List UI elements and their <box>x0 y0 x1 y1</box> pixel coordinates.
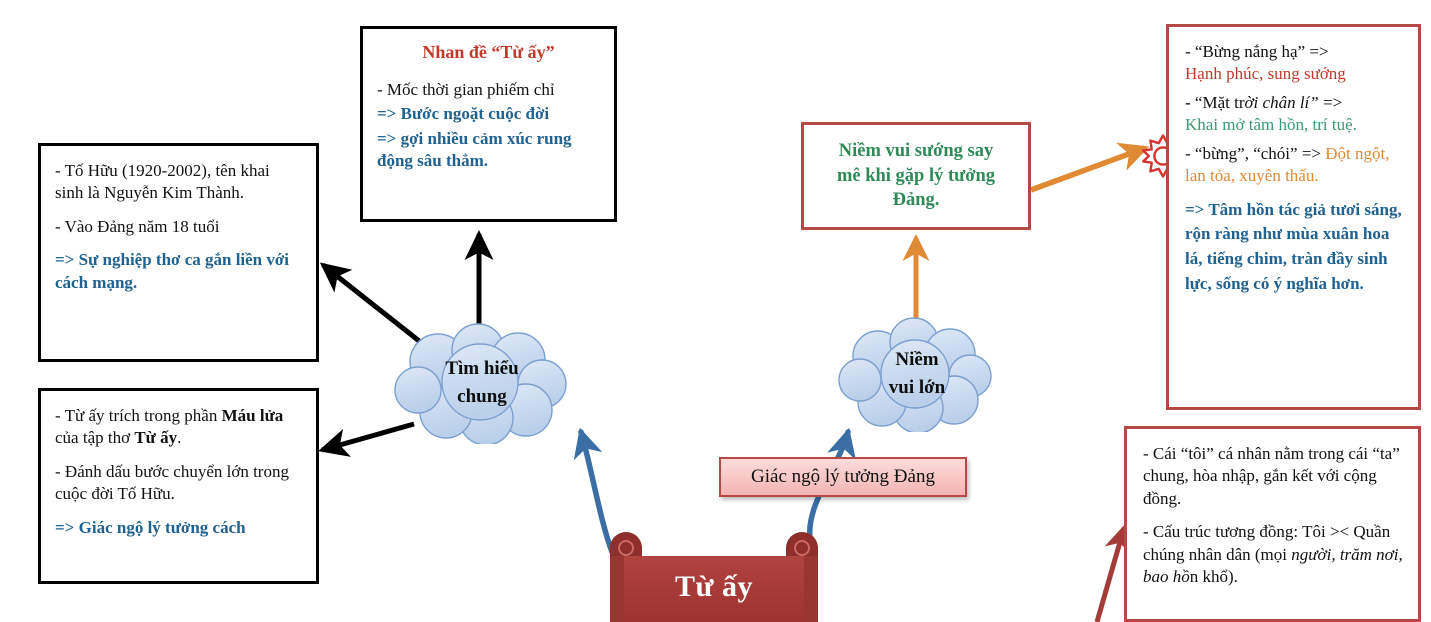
cloud-shape <box>394 323 567 444</box>
title-analysis-box: Nhan đề “Từ ấy” - Mốc thời gian phiếm ch… <box>360 26 617 222</box>
cloud1-line2: chung <box>457 386 507 407</box>
imagery-analysis-box: - “Bừng nắng hạ” => Hạnh phúc, sung sướn… <box>1166 24 1421 410</box>
pink-label-text: Giác ngộ lý tưởng Đảng <box>751 466 935 487</box>
cloud-tim-hieu-chung-label: Tìm hiểu chung <box>445 355 518 410</box>
joy-box-text: Niềm vui sướng say mê khi gặp lý tưởng Đ… <box>837 139 995 214</box>
cloud-niem-vui-lon: Niềm vui lớn <box>838 316 996 432</box>
origin-line-1: - Từ ấy trích trong phần Máu lửa của tập… <box>55 406 284 448</box>
imagery-item-2: - “Mặt trời chân lí” => Khai mở tâm hồn,… <box>1185 92 1357 135</box>
joy-line-3: Đảng. <box>892 190 940 211</box>
connector-joybox-to-sun <box>1030 142 1150 193</box>
joy-line-1: Niềm vui sướng say <box>838 140 994 161</box>
imagery-item-1: - “Bừng nắng hạ” => Hạnh phúc, sung sướn… <box>1185 42 1346 84</box>
banner-shape <box>610 532 818 622</box>
title-box-heading: Nhan đề “Từ ấy” <box>422 42 555 62</box>
author-line-3: => Sự nghiệp thơ ca gắn liền với cách mạ… <box>55 250 290 292</box>
joy-line-2: mê khi gặp lý tưởng <box>836 165 996 186</box>
cloud-shape <box>838 317 992 432</box>
self-line-1: - Cái “tôi” cá nhân nằm trong cái “ta” c… <box>1143 444 1400 508</box>
imagery-item-3: - “bừng”, “chói” => Đột ngột, lan tỏa, x… <box>1185 143 1390 186</box>
author-info-box: - Tố Hữu (1920-2002), tên khai sinh là N… <box>38 143 319 362</box>
title-line-2: => Bước ngoặt cuộc đời <box>377 104 550 124</box>
cloud1-line1: Tìm hiểu <box>445 358 519 380</box>
title-line-1: - Mốc thời gian phiếm chỉ <box>377 79 555 99</box>
center-banner: Từ ấy <box>596 528 832 622</box>
origin-line-3: => Giác ngộ lý tưởng cách <box>55 517 246 537</box>
self-identity-box: - Cái “tôi” cá nhân nằm trong cái “ta” c… <box>1124 426 1421 622</box>
center-banner-label: Từ ấy <box>674 570 753 603</box>
pink-label-box: Giác ngộ lý tưởng Đảng <box>719 457 967 497</box>
imagery-conclusion: => Tâm hồn tác giả tươi sáng, rộn ràng n… <box>1185 199 1402 293</box>
joy-box: Niềm vui sướng say mê khi gặp lý tưởng Đ… <box>801 122 1031 230</box>
origin-info-box: - Từ ấy trích trong phần Máu lửa của tập… <box>38 388 319 584</box>
author-line-1: - Tố Hữu (1920-2002), tên khai sinh là N… <box>55 161 270 203</box>
title-line-3: => gợi nhiều cảm xúc rung động sâu thẳm. <box>377 128 572 171</box>
cloud2-line2: vui lớn <box>888 377 946 398</box>
author-line-2: - Vào Đảng năm 18 tuổi <box>55 216 220 236</box>
cloud-tim-hieu-chung: Tìm hiểu chung <box>392 322 572 444</box>
connector-to-self-box <box>1094 524 1131 622</box>
origin-line-2: - Đánh dấu bước chuyển lớn trong cuộc đờ… <box>55 461 289 504</box>
cloud-niem-vui-lon-label: Niềm vui lớn <box>889 346 945 401</box>
cloud2-line1: Niềm <box>895 349 939 371</box>
self-line-2: - Cấu trúc tương đồng: Tôi >< Quần chúng… <box>1143 522 1403 587</box>
